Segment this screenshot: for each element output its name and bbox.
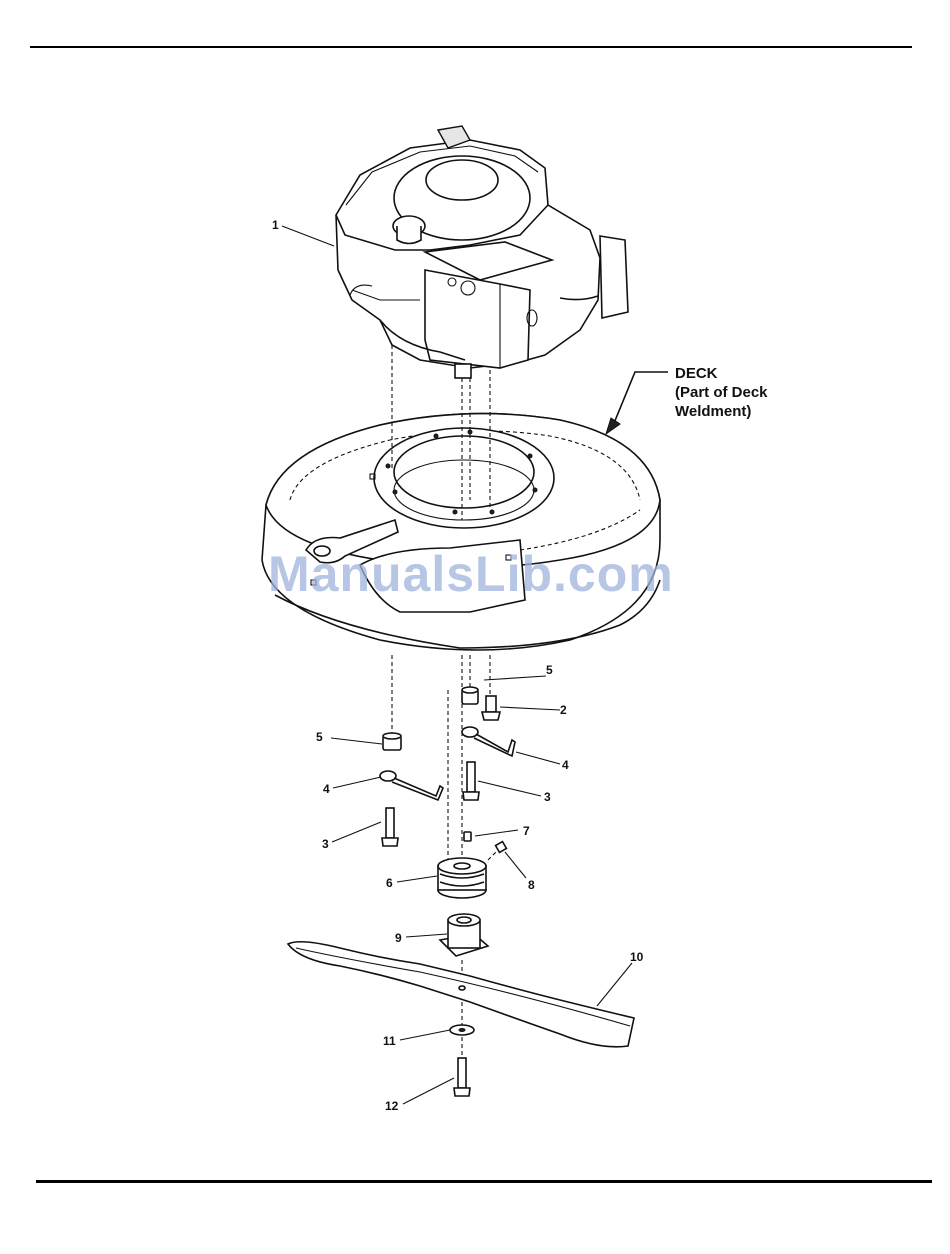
bolt-3-right <box>463 762 479 800</box>
deck-label-line3: Weldment) <box>675 402 768 421</box>
callout-3-left: 3 <box>322 837 329 851</box>
callout-6: 6 <box>386 876 393 890</box>
bracket-right <box>462 727 515 756</box>
deck <box>262 414 660 650</box>
bolt-2 <box>482 696 500 720</box>
callout-8: 8 <box>528 878 535 892</box>
screw-8 <box>496 842 507 853</box>
callout-1: 1 <box>272 218 279 232</box>
callout-9: 9 <box>395 931 402 945</box>
blade-adapter-9 <box>440 914 488 956</box>
pulley-6 <box>438 858 486 898</box>
deck-pointer-arrow <box>612 372 668 428</box>
deck-label: DECK (Part of Deck Weldment) <box>675 364 768 421</box>
washer-11 <box>450 1025 474 1035</box>
watermark: ManualsLib.com <box>268 545 674 603</box>
callout-11: 11 <box>383 1034 396 1048</box>
callout-7: 7 <box>523 824 530 838</box>
spacer-left <box>383 733 401 750</box>
callout-4-right: 4 <box>562 758 569 772</box>
spacer-right <box>462 687 478 704</box>
deck-label-line2: (Part of Deck <box>675 383 768 402</box>
bracket-left <box>380 771 443 800</box>
callout-5-right: 5 <box>546 663 553 677</box>
key-7 <box>464 832 471 841</box>
callout-12: 12 <box>385 1099 398 1113</box>
callout-10: 10 <box>630 950 643 964</box>
callout-4-left: 4 <box>323 782 330 796</box>
callout-2: 2 <box>560 703 567 717</box>
deck-label-line1: DECK <box>675 364 768 383</box>
engine <box>336 126 628 378</box>
callout-5-left: 5 <box>316 730 323 744</box>
callout-3-right: 3 <box>544 790 551 804</box>
blade-bolt-12 <box>454 1058 470 1096</box>
bolt-3-left <box>382 808 398 846</box>
